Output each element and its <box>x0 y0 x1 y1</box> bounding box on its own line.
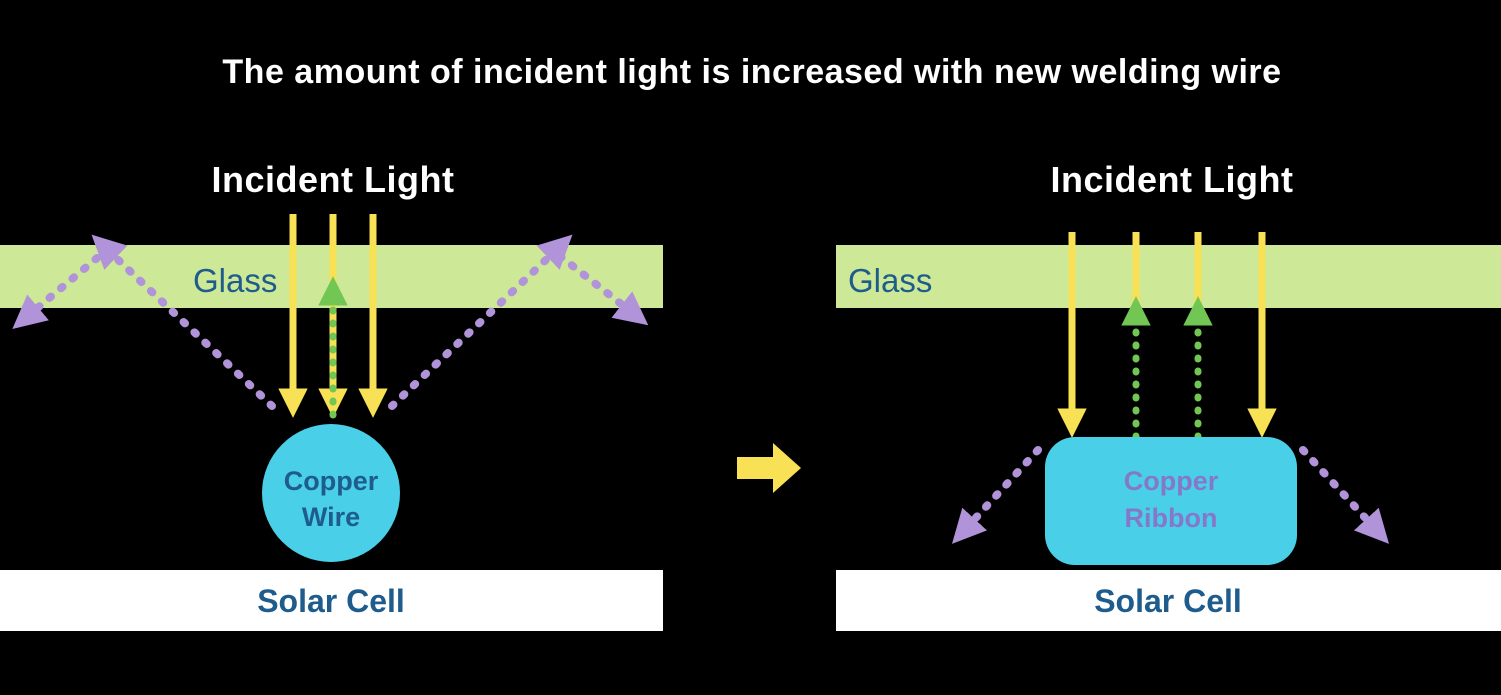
copper-ribbon-label-line1: Copper <box>1124 466 1219 496</box>
lost-light-arrow-right-down <box>556 252 649 326</box>
scattered-light-arrow-left <box>951 446 1042 544</box>
copper-wire-shape <box>262 424 400 562</box>
glass-label: Glass <box>193 262 277 299</box>
copper-ribbon-label-line2: Ribbon <box>1125 503 1218 533</box>
scattered-light-arrow-right <box>1299 446 1390 544</box>
lost-light-arrow-left-down <box>12 254 101 330</box>
right-diagram: Incident Light Glass Copper Ribbon Solar… <box>836 159 1501 631</box>
incident-light-label: Incident Light <box>1051 159 1294 200</box>
left-diagram: Incident Light Glass Copper Wire Solar C… <box>0 159 663 631</box>
solar-cell-label: Solar Cell <box>257 583 405 619</box>
copper-ribbon-shape <box>1045 437 1297 565</box>
lost-light-arrow-right-up <box>388 234 573 410</box>
incident-light-label: Incident Light <box>212 159 455 200</box>
copper-wire-label-line2: Wire <box>302 502 360 532</box>
copper-wire-label-line1: Copper <box>284 466 379 496</box>
transition-right-arrow-icon <box>737 443 801 493</box>
glass-label: Glass <box>848 262 932 299</box>
glass-panel <box>836 245 1501 308</box>
solar-cell-bar <box>0 570 663 631</box>
solar-cell-bar <box>836 570 1501 631</box>
lost-light-arrow-left-up <box>91 234 276 410</box>
diagram-title: The amount of incident light is increase… <box>222 53 1281 91</box>
solar-cell-label: Solar Cell <box>1094 583 1242 619</box>
